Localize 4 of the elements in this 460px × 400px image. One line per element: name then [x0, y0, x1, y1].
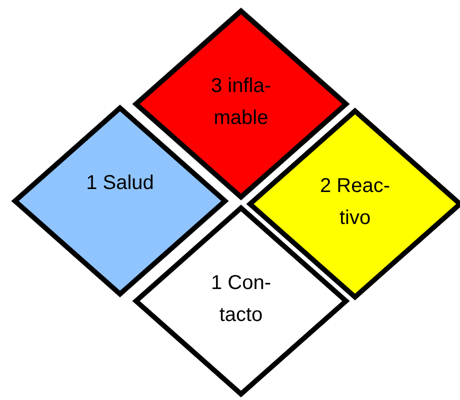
hazard-rating-label: 1 Con- tacto [210, 271, 272, 328]
hazard-rating-label: 3 infla- mable [210, 74, 272, 131]
hazard-rating-label: 1 Salud [85, 171, 155, 196]
hazard-rating-label: 2 Reac- tivo [318, 174, 392, 231]
